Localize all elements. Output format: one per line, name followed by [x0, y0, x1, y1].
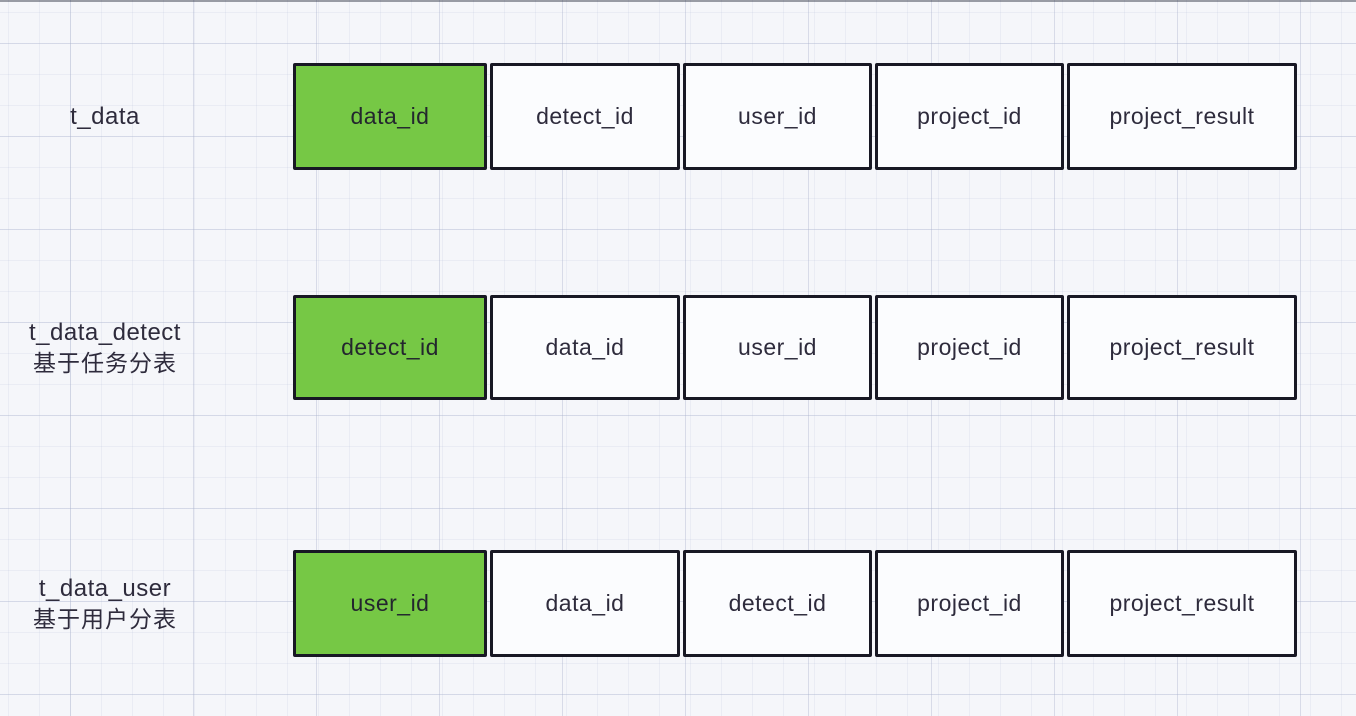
table-sublabel: 基于用户分表 — [33, 605, 177, 632]
column-cells: data_id detect_id user_id project_id pro… — [293, 63, 1297, 170]
table-cell: detect_id — [683, 550, 872, 657]
shard-key-cell: user_id — [293, 550, 487, 657]
table-block-t-data-user: t_data_user 基于用户分表 user_id data_id detec… — [0, 550, 1356, 657]
table-cell: data_id — [490, 550, 680, 657]
shard-key-cell: data_id — [293, 63, 487, 170]
table-label: t_data_detect 基于任务分表 — [0, 295, 210, 400]
table-cell: project_result — [1067, 550, 1297, 657]
table-label: t_data — [0, 63, 210, 170]
shard-key-cell: detect_id — [293, 295, 487, 400]
table-block-t-data-detect: t_data_detect 基于任务分表 detect_id data_id u… — [0, 295, 1356, 400]
table-cell: project_id — [875, 295, 1064, 400]
table-cell: project_result — [1067, 63, 1297, 170]
column-cells: user_id data_id detect_id project_id pro… — [293, 550, 1297, 657]
table-cell: data_id — [490, 295, 680, 400]
table-name: t_data_detect — [29, 318, 181, 346]
table-name: t_data_user — [38, 574, 172, 602]
table-sublabel: 基于任务分表 — [33, 349, 177, 376]
table-cell: user_id — [683, 63, 872, 170]
table-block-t-data: t_data data_id detect_id user_id project… — [0, 63, 1356, 170]
table-cell: project_id — [875, 550, 1064, 657]
table-name: t_data — [70, 102, 140, 130]
table-cell: user_id — [683, 295, 872, 400]
column-cells: detect_id data_id user_id project_id pro… — [293, 295, 1297, 400]
table-cell: project_result — [1067, 295, 1297, 400]
table-cell: project_id — [875, 63, 1064, 170]
table-cell: detect_id — [490, 63, 680, 170]
table-label: t_data_user 基于用户分表 — [0, 550, 210, 657]
